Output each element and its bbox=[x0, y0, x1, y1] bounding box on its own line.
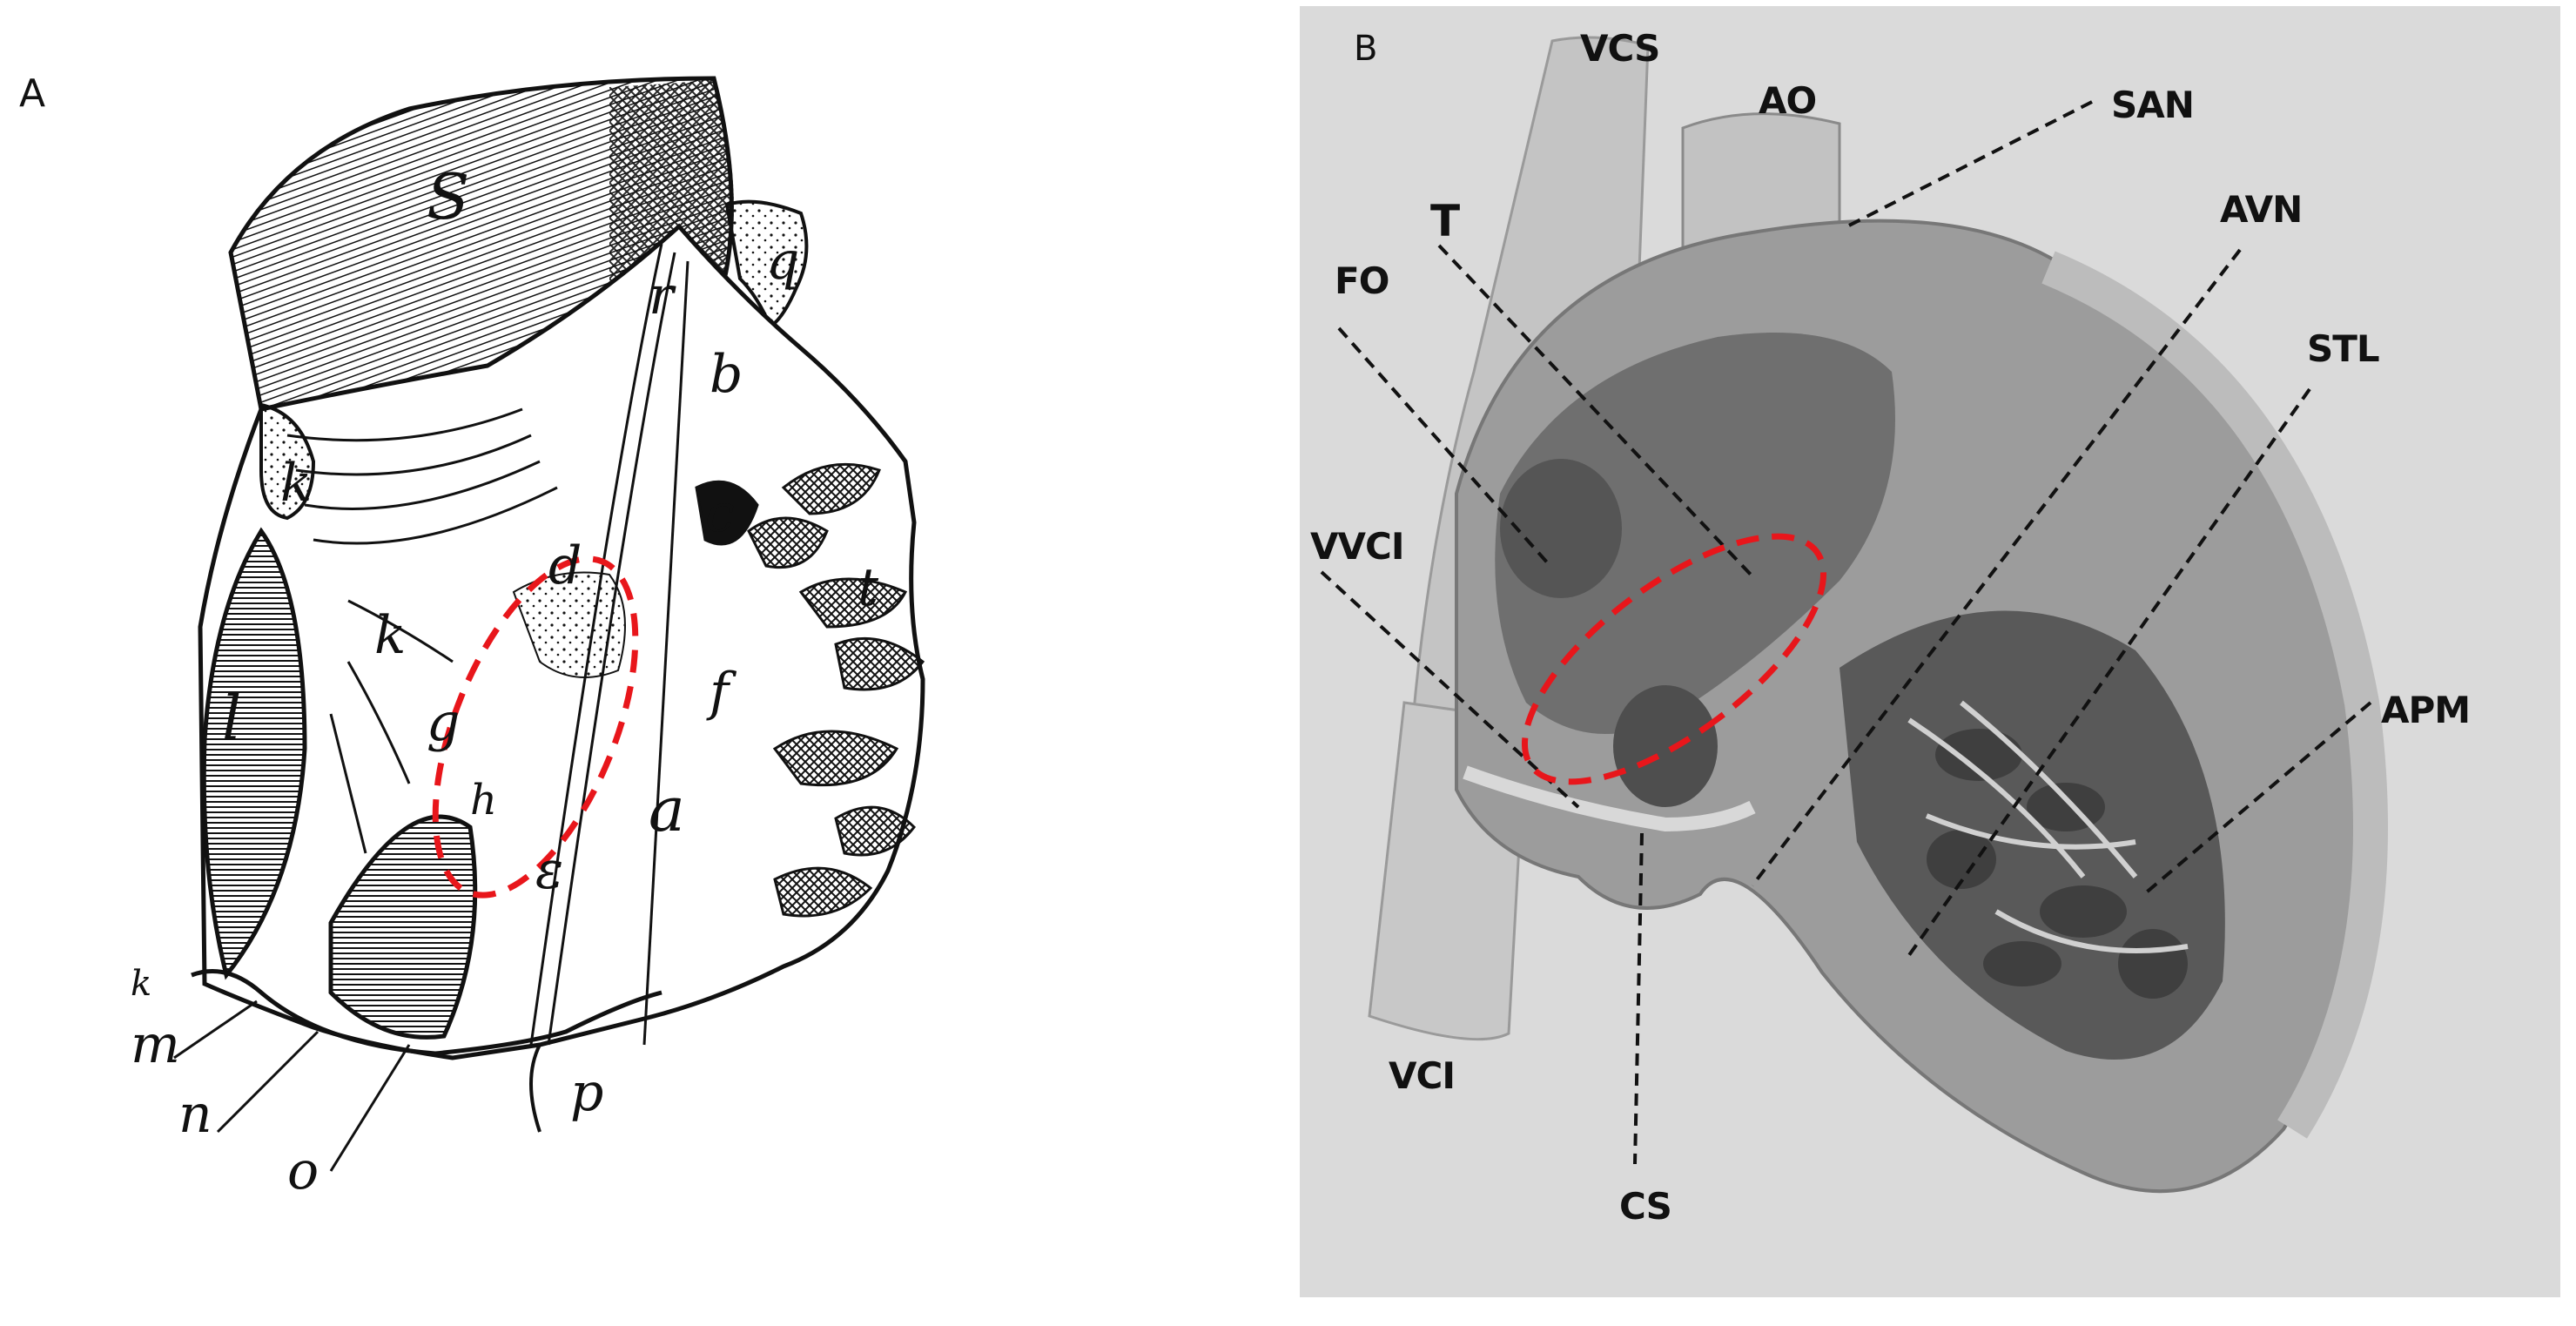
label-stl: STL bbox=[2307, 327, 2380, 370]
letter-f: f bbox=[710, 662, 730, 723]
panel-b: B VCS AO SAN T FO AVN STL VVCI APM VCI C… bbox=[1300, 6, 2560, 1297]
leader-san bbox=[1843, 100, 2093, 230]
letter-g: g bbox=[427, 692, 461, 753]
letter-s: S bbox=[427, 160, 470, 233]
leader-cs bbox=[1633, 832, 1644, 1165]
leader-lines bbox=[1320, 100, 2372, 1165]
leader-t bbox=[1437, 244, 1754, 578]
label-apm: APM bbox=[2381, 689, 2471, 731]
letter-a: a bbox=[649, 774, 685, 845]
label-fo: FO bbox=[1335, 259, 1389, 302]
label-vci: VCI bbox=[1389, 1054, 1456, 1097]
leader-vvci bbox=[1320, 570, 1580, 809]
letter-c: c bbox=[705, 483, 735, 544]
label-vvci: VVCI bbox=[1310, 525, 1404, 568]
label-san: SAN bbox=[2111, 84, 2195, 126]
letter-t: t bbox=[858, 557, 879, 618]
leader-apm bbox=[2142, 701, 2372, 896]
letter-o: o bbox=[287, 1141, 319, 1201]
leader-fo bbox=[1337, 326, 1550, 565]
letter-d: d bbox=[548, 535, 582, 596]
label-vcs: VCS bbox=[1580, 27, 1660, 70]
letter-b: b bbox=[710, 344, 743, 405]
label-cs: CS bbox=[1619, 1185, 1672, 1228]
panel-a-drawing bbox=[173, 76, 925, 1172]
letter-l: l bbox=[222, 683, 242, 754]
koch-triangle-highlight bbox=[1521, 533, 1827, 785]
letter-m: m bbox=[131, 1014, 180, 1075]
koch-triangle-highlight bbox=[432, 555, 639, 899]
letter-n: n bbox=[178, 1084, 212, 1145]
panel-b-label: B bbox=[1354, 29, 1378, 69]
letter-k-upper: k bbox=[280, 453, 313, 514]
letter-p: p bbox=[570, 1062, 604, 1123]
label-t: T bbox=[1430, 196, 1460, 246]
letter-q: q bbox=[766, 231, 800, 292]
label-ao: AO bbox=[1759, 79, 1817, 122]
label-avn: AVN bbox=[2220, 188, 2303, 231]
panel-b-illustration bbox=[1320, 36, 2388, 1194]
panel-a: A bbox=[19, 71, 925, 1201]
n-structure bbox=[328, 814, 478, 1040]
letter-r: r bbox=[649, 266, 674, 326]
letter-k-mid: k bbox=[374, 605, 407, 666]
letter-k-lower: k bbox=[131, 964, 152, 1004]
letter-e: ε bbox=[535, 840, 564, 901]
leader-avn bbox=[1751, 248, 2242, 887]
letter-h: h bbox=[470, 776, 497, 825]
panel-a-label: A bbox=[19, 71, 46, 116]
leader-stl bbox=[1907, 387, 2311, 957]
